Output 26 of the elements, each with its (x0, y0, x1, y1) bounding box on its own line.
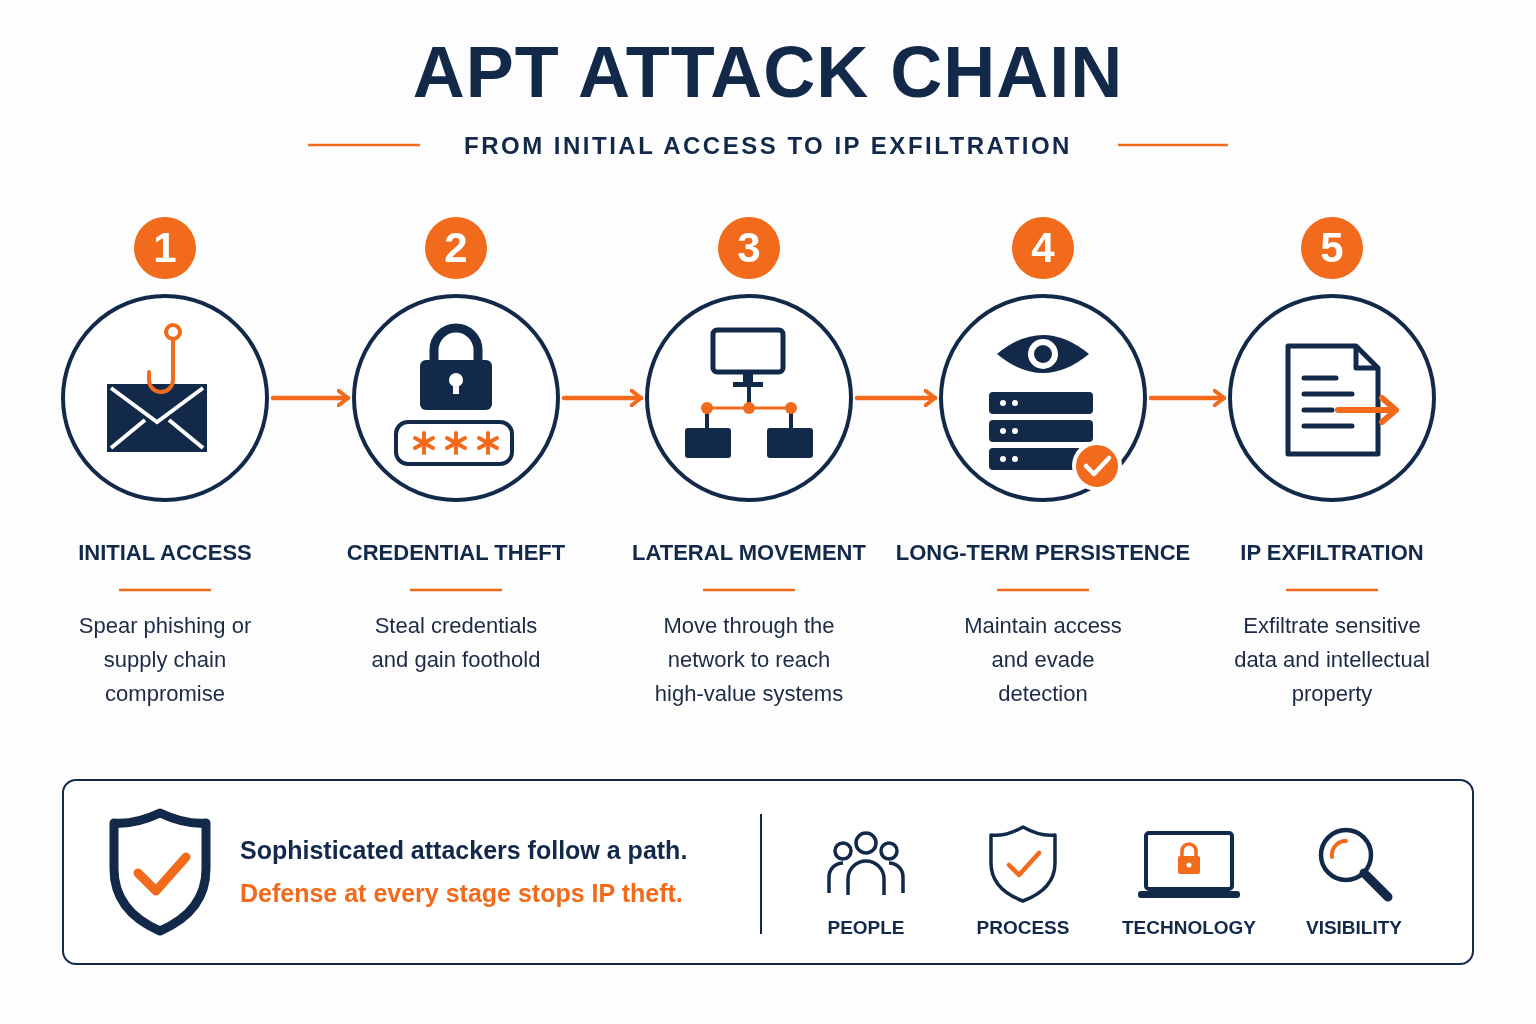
step-title: INITIAL ACCESS (77, 539, 253, 567)
step-description: Steal credentials and gain foothold (370, 612, 542, 674)
step-number: 1 (134, 217, 196, 279)
step-description: Maintain access and evade detection (963, 612, 1123, 708)
step-description: Spear phishing or supply chain compromise (77, 612, 253, 708)
pillar-label: PEOPLE (826, 916, 906, 940)
step-description: Exfiltrate sensitive data and intellectual property (1233, 612, 1431, 708)
title: APT ATTACK CHAIN (411, 31, 1125, 114)
summary-panel (62, 779, 1474, 965)
arrow (1148, 388, 1227, 408)
step-title: LONG-TERM PERSISTENCE (894, 539, 1192, 567)
arrow (854, 388, 938, 408)
step-title: CREDENTIAL THEFT (345, 539, 567, 567)
summary-text: Sophisticated attackers follow a path. (240, 835, 688, 866)
step-description: Move through the network to reach high-value systems (653, 612, 845, 708)
step-number: 5 (1301, 217, 1363, 279)
pillar-label: TECHNOLOGY (1120, 916, 1258, 940)
step-number: 3 (718, 217, 780, 279)
pillar-label: VISIBILITY (1304, 916, 1404, 940)
step-number: 2 (425, 217, 487, 279)
summary-text: Defense at every stage stops IP theft. (240, 878, 683, 909)
step-number: 4 (1012, 217, 1074, 279)
pillar-label: PROCESS (975, 916, 1071, 940)
arrow (270, 388, 351, 408)
subtitle: FROM INITIAL ACCESS TO IP EXFILTRATION (463, 131, 1073, 161)
arrow (561, 388, 644, 408)
